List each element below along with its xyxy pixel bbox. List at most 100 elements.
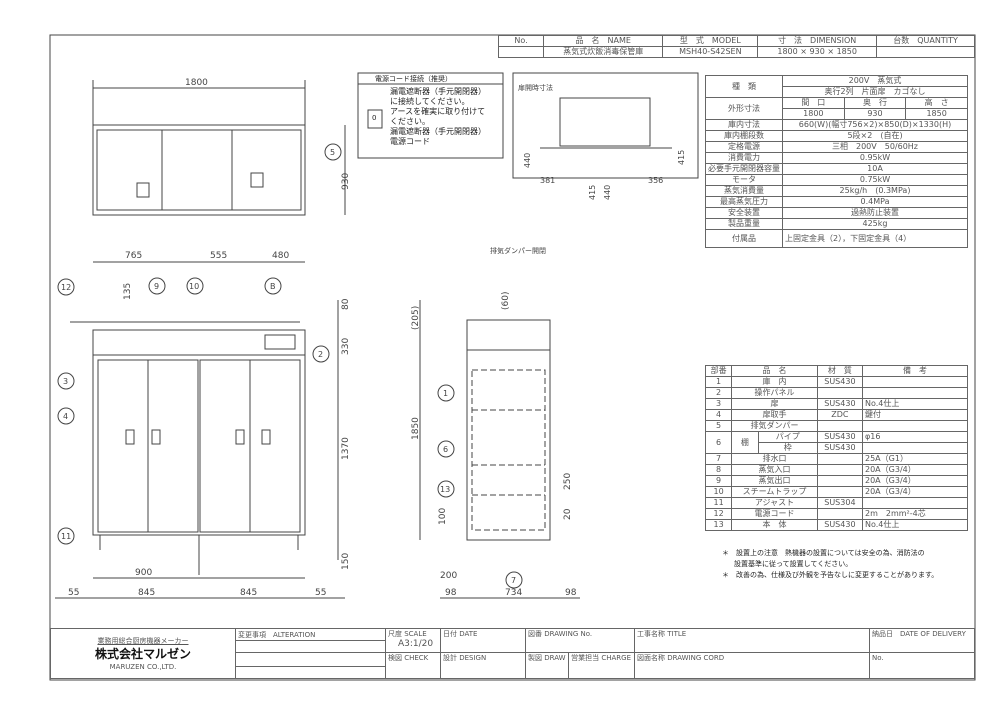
spec-value: 0.75kW: [782, 174, 968, 186]
dim: 765: [125, 251, 142, 261]
note: ＊ 改善の為、仕様及び外観を予告なしに変更することがあります。: [722, 571, 939, 579]
dim: 555: [210, 251, 227, 261]
dimension-label: 寸 法 DIMENSION: [757, 35, 878, 47]
balloon-5: 5: [330, 148, 335, 157]
spec-label: 種 類: [705, 75, 783, 98]
side-view: 排気ダンパー開閉 1850 (205) (60) 250 20 100 200 …: [411, 246, 580, 599]
company-logo: 株式会社マルゼン: [94, 646, 191, 661]
part-no: 2: [704, 387, 733, 399]
spec-value: 5段×2 (自在): [782, 130, 968, 142]
part-name: 蒸気入口: [731, 464, 818, 476]
part-material: [816, 508, 864, 520]
text: 漏電遮断器（手元開閉器）: [390, 87, 486, 96]
dim: 1370: [341, 437, 351, 460]
charge: 営業担当 CHARGE: [568, 652, 635, 679]
parts-head: 品 名: [731, 365, 818, 377]
part-no: 8: [704, 464, 733, 476]
alteration: 変更事項 ALTERATION: [235, 628, 386, 641]
part-remarks: 20A（G3/4）: [862, 475, 968, 487]
part-name: 排水口: [731, 453, 818, 465]
part-sub: 枠: [757, 442, 818, 454]
part-name: アジャスト: [731, 497, 818, 509]
spec-label: 製品重量: [705, 218, 783, 230]
spec-row: 安全装置過熱防止装置: [705, 207, 968, 219]
spec-label: 蒸気消費量: [705, 185, 783, 197]
design: 設計 DESIGN: [440, 652, 526, 679]
spec-value: 10A: [782, 163, 968, 175]
spec-value: 0.4MPa: [782, 196, 968, 208]
part-name: 排気ダンパー: [731, 420, 818, 432]
part-material: SUS304: [816, 497, 864, 509]
check: 検図 CHECK: [385, 652, 441, 679]
part-no: 5: [704, 420, 733, 432]
part-no: 3: [704, 398, 733, 410]
dim: 415: [588, 185, 597, 200]
title-block: 業務用総合厨房機器メーカー 株式会社マルゼン MARUZEN CO.,LTD. …: [50, 628, 975, 679]
dim: (60): [501, 292, 511, 310]
name-label: 品 名 NAME: [542, 35, 664, 47]
spec-label: 庫内寸法: [705, 119, 783, 131]
part-name: 扉: [731, 398, 818, 410]
dim-top-depth: 930: [341, 173, 351, 190]
part-no: 4: [704, 409, 733, 421]
part-remarks: No.4仕上: [862, 519, 968, 531]
part-remarks: 25A（G1）: [862, 453, 968, 465]
balloon-3: 3: [63, 377, 68, 386]
dim: 100: [438, 508, 448, 525]
quantity-label: 台数 QUANTITY: [876, 35, 975, 47]
switch-symbol: 0: [372, 114, 377, 122]
part-remarks: 20A（G3/4）: [862, 464, 968, 476]
dim: 845: [138, 588, 155, 598]
product-model: MSH40-S42SEN: [662, 46, 759, 58]
spec-label: モータ: [705, 174, 783, 186]
date: 日付 DATE: [440, 628, 526, 653]
spec-label: 庫内棚段数: [705, 130, 783, 142]
part-material: [816, 387, 864, 399]
balloon-1: 1: [443, 389, 448, 398]
dim-top-width: 1800: [185, 78, 208, 88]
part-name: 扉取手: [731, 409, 818, 421]
part-no: 1: [704, 376, 733, 388]
part-material: SUS430: [816, 519, 864, 531]
parts-head: 材 質: [816, 365, 864, 377]
spec-value: 上固定金具（2），下固定金具（4）: [782, 229, 968, 248]
dim: 415: [677, 150, 686, 165]
part-remarks: No.4仕上: [862, 398, 968, 410]
model-label: 型 式 MODEL: [662, 35, 759, 47]
part-no: 10: [704, 486, 733, 498]
spec-value: 過熱防止装置: [782, 207, 968, 219]
part-material: [816, 486, 864, 498]
spec-row: 付属品上固定金具（2），下固定金具（4）: [705, 229, 968, 248]
spec-value: 200V 蒸気式: [782, 75, 968, 87]
delivery: 納品日 DATE OF DELIVERY: [869, 628, 975, 653]
product-dimension: 1800 × 930 × 1850: [757, 46, 878, 58]
drawing-cord: 図面名称 DRAWING CORD: [634, 652, 870, 679]
balloon-11: 11: [61, 532, 71, 541]
part-name: 本 体: [731, 519, 818, 531]
part-remarks: [862, 442, 968, 454]
part-name: 電源コード: [731, 508, 818, 520]
spec-label: 定格電源: [705, 141, 783, 153]
part-no: 11: [704, 497, 733, 509]
part-name: スチームトラップ: [731, 486, 818, 498]
draw: 製図 DRAW: [524, 652, 570, 679]
maker-tag: 業務用総合厨房機器メーカー: [97, 636, 189, 645]
part-sub: パイプ: [757, 431, 818, 443]
dim: 200: [440, 571, 457, 581]
spec-value: 660(W)(幅寸756×2)×850(D)×1330(H): [782, 119, 968, 131]
note: 設置基準に従って設置してください。: [734, 560, 853, 568]
balloon-12: 12: [61, 283, 71, 292]
